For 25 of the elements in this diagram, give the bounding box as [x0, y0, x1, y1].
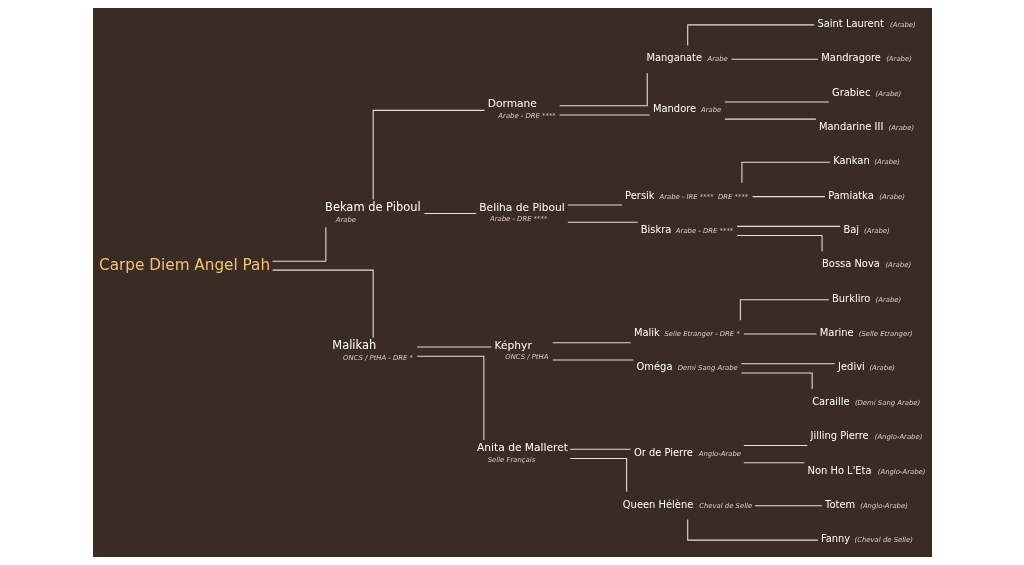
connector: [686, 519, 818, 541]
connector: [416, 355, 484, 441]
connector: [271, 269, 374, 339]
connector: [753, 505, 823, 507]
node-text: Carpe Diem Angel Pah: [98, 255, 270, 274]
connector: [736, 235, 823, 252]
connector: [423, 212, 477, 214]
connector: [723, 118, 816, 120]
connector: [569, 457, 627, 493]
connector: [742, 444, 808, 447]
connector: [566, 221, 638, 223]
connector: [730, 58, 819, 60]
connector: [739, 299, 829, 321]
connector: [569, 448, 631, 450]
connector: [742, 462, 805, 464]
connector: [551, 342, 631, 344]
connector: [740, 363, 835, 365]
connector: [558, 72, 648, 107]
connector: [740, 161, 830, 184]
connector: [751, 196, 825, 198]
connector: [736, 225, 841, 227]
connector: [740, 372, 813, 390]
connector: [372, 109, 485, 201]
connector: [686, 24, 815, 46]
connector: [271, 226, 326, 262]
